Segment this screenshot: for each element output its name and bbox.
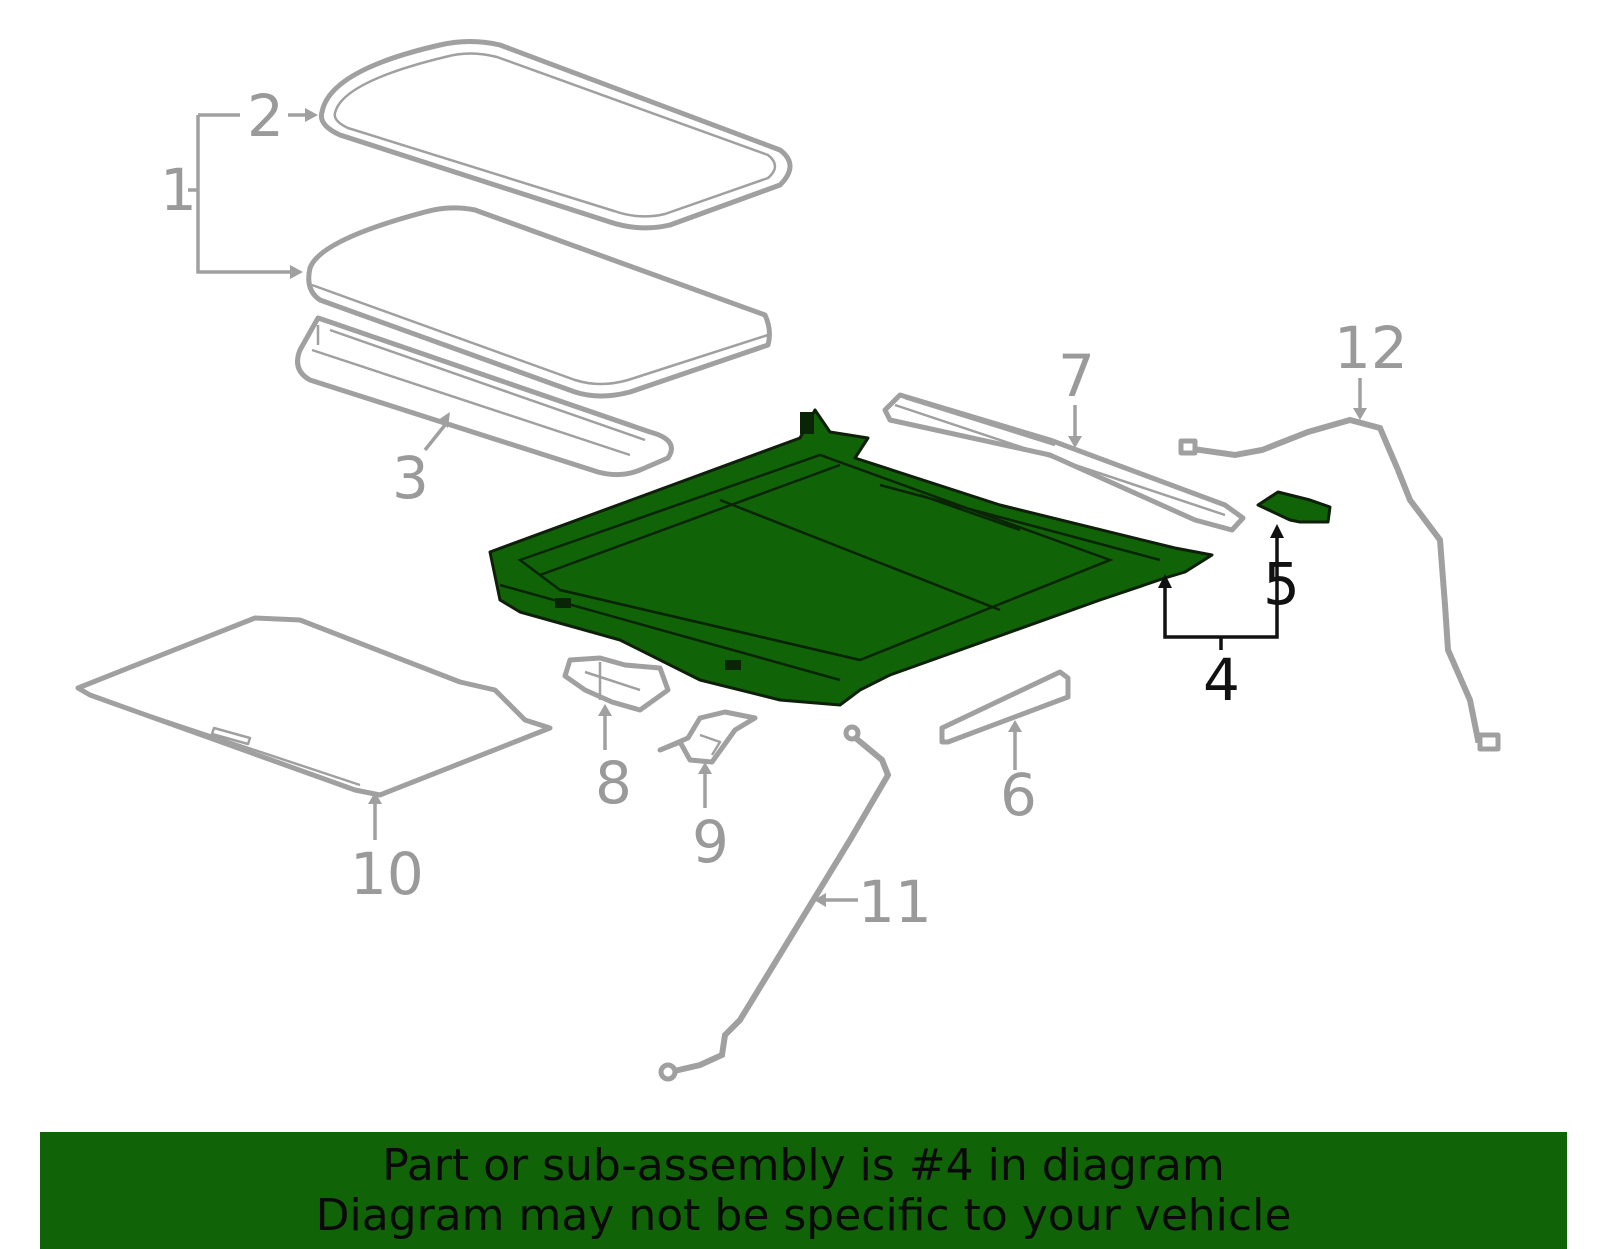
part-6-strip [939,669,1071,745]
part-10-headliner [75,615,553,798]
callout-10: 10 [350,840,424,908]
part-4-sunroof-frame [488,408,1214,707]
banner-line-1: Part or sub-assembly is #4 in diagram [382,1139,1225,1191]
callout-11: 11 [858,868,932,936]
callout-2: 2 [247,82,284,150]
part-11-drain-hose [658,724,892,1082]
part-2-seal [318,39,793,231]
callout-6: 6 [1000,761,1037,829]
part-8-motor [562,655,671,713]
part-9-clip [657,709,758,765]
part-7-rail [882,392,1246,533]
callout-1: 1 [160,156,197,224]
part-3-sunshade [295,315,674,478]
callout-4: 4 [1203,646,1240,714]
callout-8: 8 [595,749,632,817]
part-5-bracket [1256,490,1332,524]
callout-3: 3 [392,444,429,512]
callout-12: 12 [1334,314,1408,382]
callout-5: 5 [1263,550,1300,618]
part-1-glass-panel [306,205,772,399]
parts-diagram: 1 2 3 4 5 6 7 8 9 10 11 12 [75,39,1501,1082]
callout-9: 9 [692,808,729,876]
info-banner: Part or sub-assembly is #4 in diagram Di… [40,1132,1567,1249]
callout-7: 7 [1058,342,1095,410]
part-12-drain-hose [1178,416,1501,752]
banner-line-2: Diagram may not be specific to your vehi… [315,1189,1292,1241]
